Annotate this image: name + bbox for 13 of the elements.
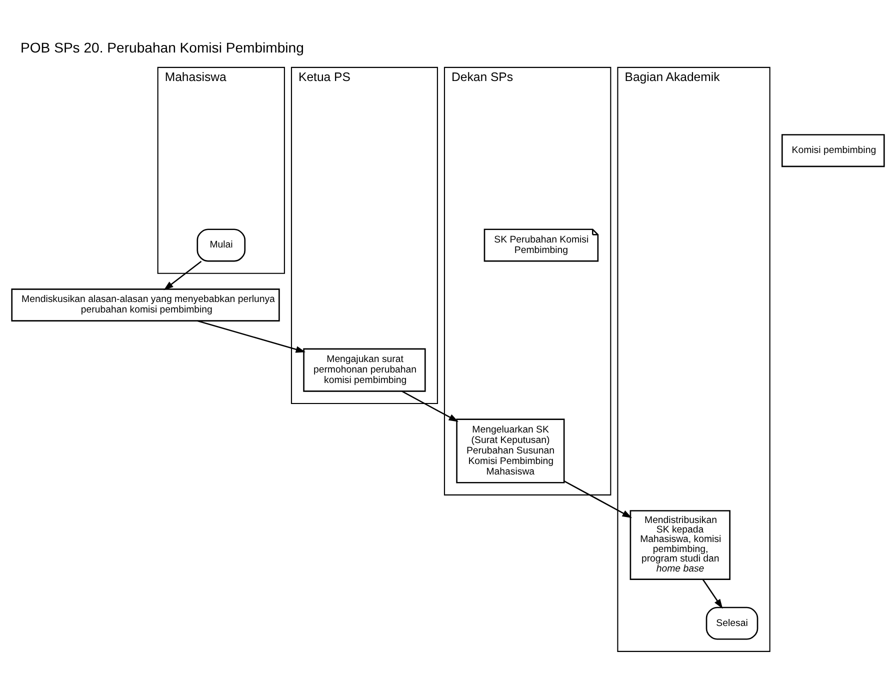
node-box: Selesai	[706, 606, 758, 640]
arrow	[402, 390, 458, 422]
arrow	[197, 320, 306, 352]
arrow	[164, 260, 202, 290]
node-box: Mulai	[196, 228, 246, 262]
node-box: Komisi pembimbing	[781, 134, 885, 167]
node-box: Mengajukan surat permohonan perubahan komisi pembimbing	[303, 348, 426, 392]
diagram-title: POB SPs 20. Perubahan Komisi Pembimbing	[20, 38, 304, 55]
node-box: Mendiskusikan alasan-alasan yang menyebabkan perlunya perubahan komisi pembimbing	[11, 288, 280, 321]
node-box: Mengeluarkan SK (Surat Keputusan) Perubahan Susunan Komisi Pembimbing Mahasiswa	[456, 418, 565, 483]
arrow	[702, 578, 723, 608]
node-box: Mendistribusikan SK kepada Mahasiswa, komisi pembimbing, program studi dan home base	[630, 510, 730, 580]
arrow	[564, 480, 632, 518]
